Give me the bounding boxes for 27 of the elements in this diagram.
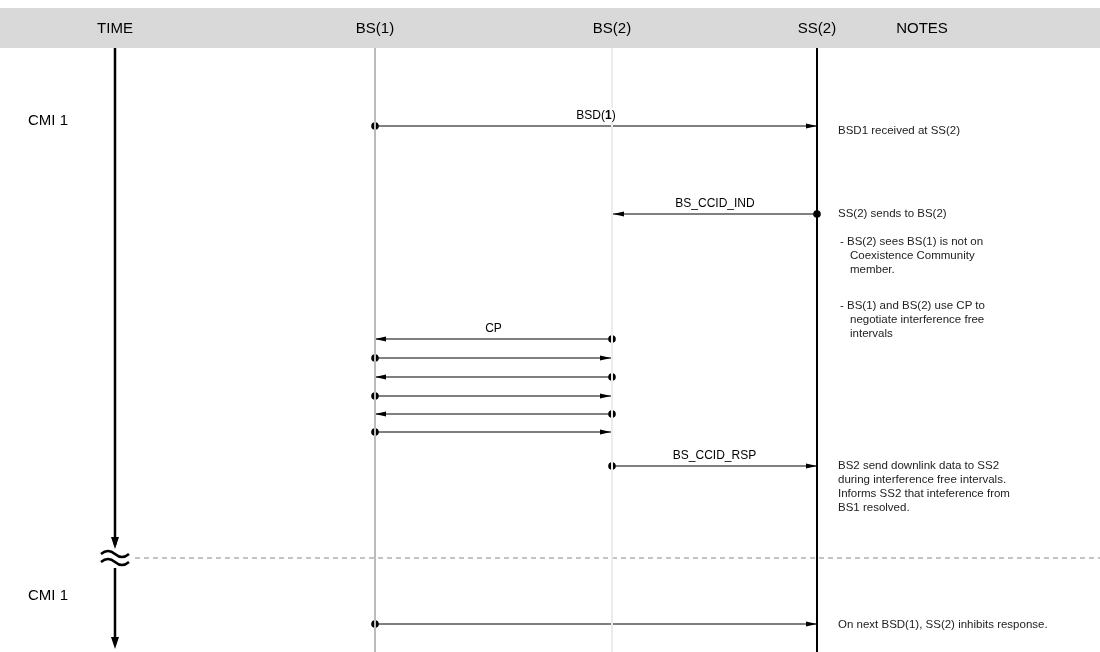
message-arrow <box>371 392 612 400</box>
message-label: CP <box>483 321 504 335</box>
message-label: BS_CCID_RSP <box>670 448 759 462</box>
message-arrow <box>374 335 616 343</box>
message-arrow <box>612 210 821 218</box>
note-text: On next BSD(1), SS(2) inhibits response. <box>838 617 1048 631</box>
column-heading: NOTES <box>896 19 948 36</box>
interval-label: CMI 1 <box>28 586 68 603</box>
note-text: BS2 send downlink data to SS2 during interference free intervals. Informs SS2 that inteference from BS1 resolved. <box>838 458 1011 514</box>
message-label: BSD(1) <box>574 108 618 122</box>
column-heading: TIME <box>97 19 133 36</box>
note-text: - BS(2) sees BS(1) is not on Coexistence Community member. <box>840 234 985 276</box>
message-arrow <box>371 354 612 362</box>
note-text: - BS(1) and BS(2) use CP to negotiate interference free intervals <box>840 298 986 340</box>
participant-label: BS(1) <box>354 19 396 36</box>
message-arrow <box>371 620 818 628</box>
message-arrow <box>608 462 818 470</box>
note-text: BSD1 received at SS(2) <box>838 123 962 137</box>
interval-label: CMI 1 <box>28 111 68 128</box>
participant-label: BS(2) <box>591 19 633 36</box>
message-arrow <box>374 373 616 381</box>
message-arrow <box>371 122 818 130</box>
message-label: BS_CCID_IND <box>673 196 757 210</box>
message-arrow <box>374 410 616 418</box>
message-arrow <box>371 428 612 436</box>
note-text: SS(2) sends to BS(2) <box>838 206 948 220</box>
participant-label: SS(2) <box>796 19 838 36</box>
